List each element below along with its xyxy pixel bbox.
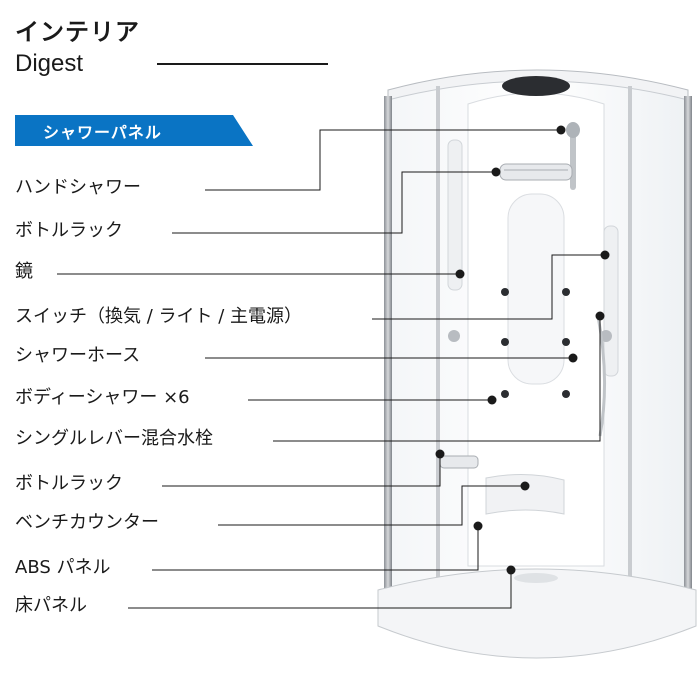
brand-title-en: Digest [15, 50, 84, 77]
callout-label: ボトルラック [15, 220, 123, 241]
brand-title-ja: インテリア [15, 18, 140, 46]
leader-line [162, 454, 441, 487]
callout-dot [455, 269, 465, 279]
callout-dot [491, 167, 501, 177]
callout-label: ボトルラック [15, 473, 123, 494]
callout-label: ハンドシャワー [15, 177, 141, 198]
leader-line [218, 485, 525, 526]
callout-label: スイッチ（換気 / ライト / 主電源） [15, 306, 303, 327]
leader-line [273, 316, 601, 442]
callout-label: シングルレバー混合水栓 [15, 428, 213, 449]
callout-label: ABS パネル [15, 557, 111, 578]
leader-line [172, 171, 496, 234]
callout-dot [595, 311, 605, 321]
brand-underline [157, 63, 328, 65]
leader-line [205, 129, 561, 191]
callout-dot [506, 565, 516, 575]
callout-label: ベンチカウンター [15, 512, 159, 533]
leader-line [152, 526, 479, 571]
section-tab-background [15, 115, 253, 146]
callout-dot [600, 250, 610, 260]
callout-dot [435, 449, 445, 459]
section-tab: シャワーパネル [15, 115, 255, 146]
callout-dot [487, 395, 497, 405]
callout-label: 床パネル [15, 595, 87, 616]
leader-line [372, 254, 605, 320]
callout-dot [473, 521, 483, 531]
callout-label: シャワーホース [15, 345, 141, 366]
callout-dot [556, 125, 566, 135]
callout-dot [568, 353, 578, 363]
cabin-body [377, 69, 697, 659]
callout-label: 鏡 [15, 261, 33, 282]
callout-label: ボディーシャワー ×6 [15, 387, 190, 408]
callout-dot [520, 481, 530, 491]
section-title: シャワーパネル [43, 123, 162, 142]
leader-line [128, 570, 512, 609]
